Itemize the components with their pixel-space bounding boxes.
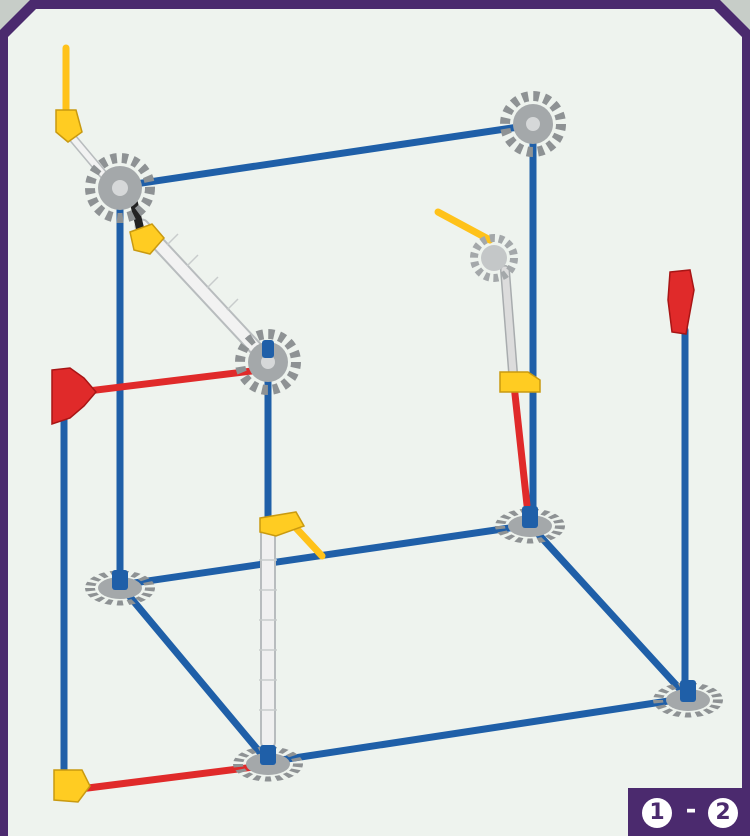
step-separator: - <box>681 795 701 825</box>
step-number-to: 2 <box>708 798 738 828</box>
step-number-from: 1 <box>642 798 672 828</box>
